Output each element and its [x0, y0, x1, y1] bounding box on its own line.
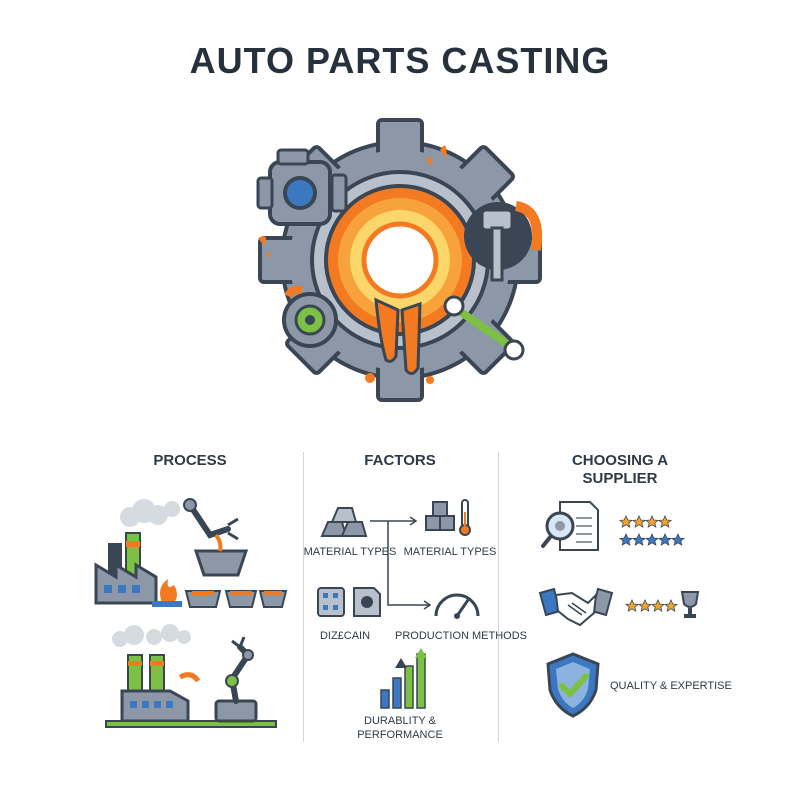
die-design-icon	[317, 587, 381, 617]
document-magnifier-icon	[541, 501, 599, 551]
supplier-heading: CHOOSING A SUPPLIER	[571, 452, 669, 487]
brake-disc-icon	[282, 285, 338, 348]
wrench-icon	[443, 295, 525, 361]
factor-label-material-1: MATERIAL TYPES	[303, 546, 397, 558]
factor-label-production: PRODUCTION METHODS	[395, 630, 527, 642]
growth-bars-icon	[380, 648, 427, 709]
stars-trophy-icon	[624, 591, 700, 618]
column-divider-left	[303, 452, 304, 742]
factory-furnace-illustration	[94, 498, 288, 608]
factor-label-design: DIZ£CAIN	[319, 630, 371, 642]
piston-icon	[464, 201, 542, 282]
factors-heading: FACTORS	[364, 452, 436, 469]
factor-connector-lines	[370, 516, 432, 610]
page-title: AUTO PARTS CASTING	[189, 40, 611, 81]
factor-label-durability: DURABLITY & PERFORMANCE	[357, 715, 443, 741]
star-ratings-icon	[618, 515, 686, 546]
spark-icon	[258, 145, 447, 258]
handshake-icon	[538, 587, 614, 627]
gear-casting-illustration	[256, 118, 542, 402]
supplier-label-quality: QUALITY & EXPERTISE	[610, 680, 732, 692]
column-divider-right	[498, 452, 499, 742]
engine-block-icon	[256, 148, 348, 226]
gauge-icon	[434, 593, 480, 619]
ingots-icon	[320, 507, 368, 537]
factory-robot-illustration	[105, 624, 277, 728]
shield-check-icon	[546, 652, 600, 718]
cubes-thermometer-icon	[425, 499, 471, 536]
process-heading: PROCESS	[153, 452, 227, 469]
factor-label-material-2: MATERIAL TYPES	[403, 546, 497, 558]
